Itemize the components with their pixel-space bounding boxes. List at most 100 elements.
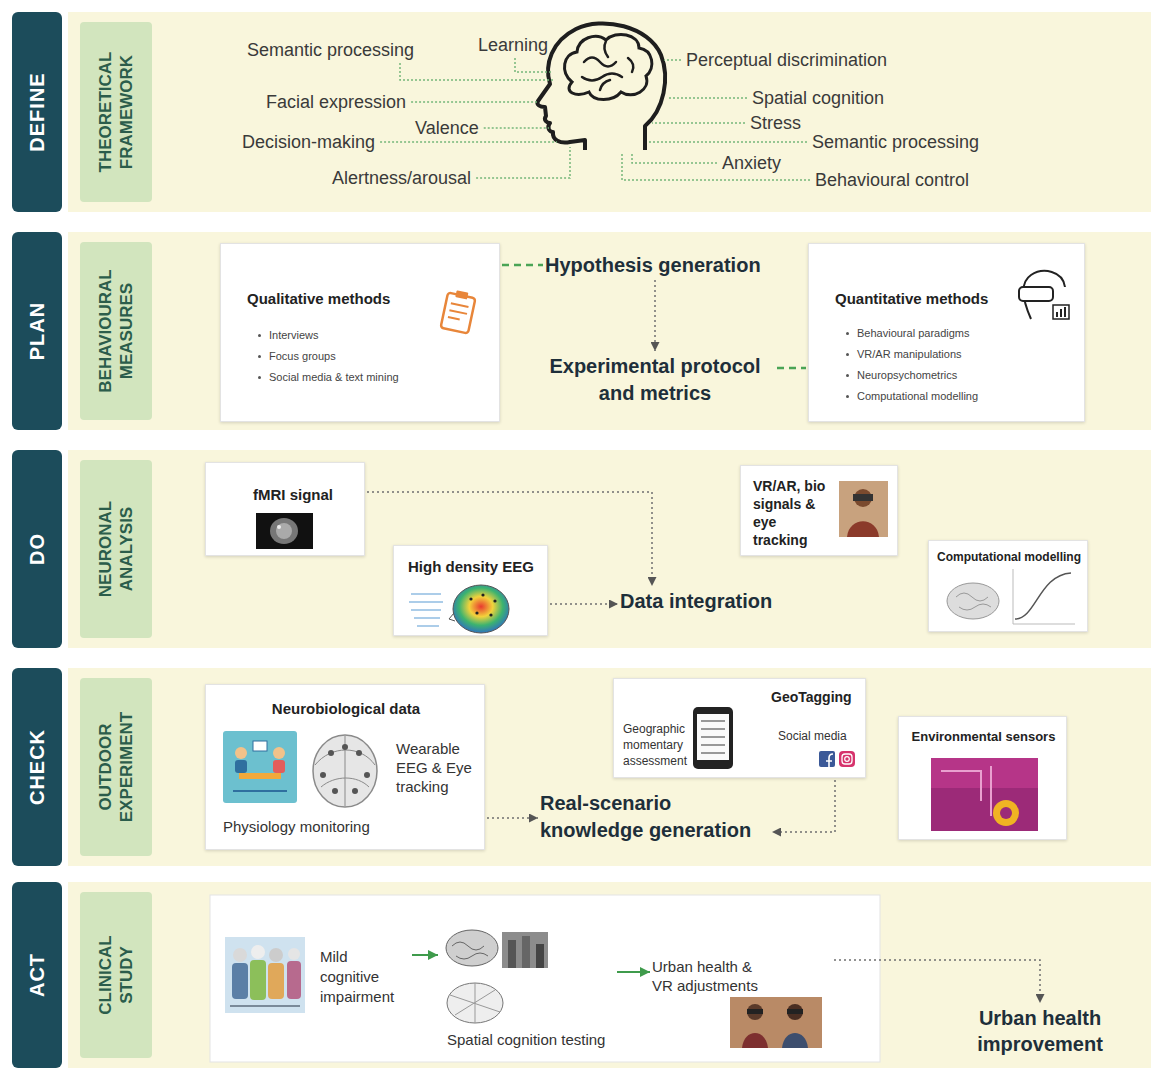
box-heading: High density EEG xyxy=(408,557,534,576)
box-heading: VR/AR, bio signals & eye tracking xyxy=(753,477,833,549)
graphic xyxy=(253,741,267,751)
graphic xyxy=(819,751,835,767)
graphic xyxy=(787,1009,803,1014)
graphic xyxy=(747,1004,763,1020)
graphic xyxy=(693,707,855,769)
leader-line xyxy=(484,127,549,129)
graphic xyxy=(446,930,498,966)
graphic xyxy=(1015,573,1071,619)
bullet-item: Interviews xyxy=(269,328,319,342)
graphic xyxy=(847,521,879,537)
band-tab: BEHAVIOURAL MEASURES xyxy=(80,242,152,420)
text-wrap: BEHAVIOURAL MEASURES xyxy=(95,263,137,399)
band-label: THEORETICAL FRAMEWORK xyxy=(95,44,137,180)
text-wrap: DEFINE xyxy=(25,20,50,204)
graphic xyxy=(225,937,305,1013)
graphic xyxy=(273,760,285,773)
graphic xyxy=(210,895,880,1062)
text-wrap: Behavioural control xyxy=(815,170,969,190)
graphic xyxy=(251,945,265,959)
graphic xyxy=(842,754,852,764)
clinical-step: Spatial cognition testing xyxy=(440,925,615,1053)
text-wrap: Data integration xyxy=(620,588,772,614)
graphic xyxy=(931,758,1038,831)
bullet-item: Neuropsychometrics xyxy=(857,368,957,382)
box-text: Physiology monitoring xyxy=(223,817,370,836)
graphic xyxy=(409,594,443,626)
graphic xyxy=(223,731,297,803)
graphic xyxy=(452,942,488,959)
leader-line xyxy=(476,147,570,178)
band-tab: CLINICAL STUDY xyxy=(80,892,152,1058)
box-heading: Quantitative methods xyxy=(835,289,988,308)
graphic xyxy=(839,481,888,537)
phase-tab: ACT xyxy=(12,882,62,1068)
graphic xyxy=(1053,305,1069,319)
band-label: BEHAVIOURAL MEASURES xyxy=(95,263,137,399)
bullet-item: Social media & text mining xyxy=(269,370,399,384)
text-wrap: Urban health improvement xyxy=(965,1005,1115,1057)
graphic xyxy=(1000,807,1012,819)
method-box: Quantitative methodsBehavioural paradigm… xyxy=(808,243,1085,422)
graphic xyxy=(931,758,1038,831)
text-wrap: GeoTagging xyxy=(771,688,852,706)
concept-label: Spatial cognition xyxy=(752,88,884,108)
graphic xyxy=(441,289,477,334)
phase-label: DEFINE xyxy=(25,20,50,204)
graphic xyxy=(230,1005,300,1007)
graphic xyxy=(288,948,300,960)
text-wrap: Neurobiological data xyxy=(206,699,486,718)
method-box: Environmental sensors xyxy=(898,716,1067,840)
text-wrap: Semantic processing xyxy=(247,40,414,60)
phase-band: NEURONAL ANALYSIS fMRI signalHigh density… xyxy=(68,450,1151,648)
graphic xyxy=(839,481,888,537)
box-text: Social media xyxy=(778,729,847,744)
graphic xyxy=(270,518,298,544)
graphic xyxy=(701,721,725,753)
connector xyxy=(412,954,438,956)
graphic xyxy=(502,932,548,968)
bullet-item: Behavioural paradigms xyxy=(857,326,970,340)
text-wrap: Spatial cognition xyxy=(752,88,884,108)
method-box: GeoTaggingGeographic momentary assessmen… xyxy=(613,678,866,778)
illustration xyxy=(221,244,501,423)
graphic xyxy=(469,593,496,616)
bullet-item: Focus groups xyxy=(269,349,336,363)
graphic xyxy=(839,751,855,767)
phase-label: DO xyxy=(25,458,50,640)
text-wrap: DO xyxy=(25,458,50,640)
leader-line xyxy=(668,97,747,99)
text-wrap: High density EEG xyxy=(408,557,534,576)
method-box: High density EEG xyxy=(393,545,548,636)
concept-label: Stress xyxy=(750,113,801,133)
graphic xyxy=(1057,307,1065,317)
graphic xyxy=(947,569,1075,624)
text-wrap: fMRI signal xyxy=(253,485,333,504)
text-wrap: Real-scenario knowledge generation xyxy=(540,790,770,844)
graphic xyxy=(233,790,287,792)
step-text: Spatial cognition testing xyxy=(447,1030,605,1049)
graphic xyxy=(352,788,358,794)
text-wrap: NEURONAL ANALYSIS xyxy=(95,481,137,617)
text-wrap: Physiology monitoring xyxy=(223,817,370,836)
text-wrap: Mild cognitive impairment xyxy=(320,947,405,1007)
text-wrap: Semantic processing xyxy=(812,132,979,152)
flow-label: Experimental protocol and metrics xyxy=(535,353,775,407)
method-box: fMRI signal xyxy=(205,462,365,556)
text-wrap: Experimental protocol and metrics xyxy=(535,353,775,407)
box-text: Geographic momentary assessment xyxy=(623,721,689,769)
leader-line xyxy=(664,59,681,61)
connector xyxy=(617,971,650,973)
graphic xyxy=(1019,271,1069,319)
box-heading: GeoTagging xyxy=(771,688,852,706)
concept-label: Behavioural control xyxy=(815,170,969,190)
band-tab: NEURONAL ANALYSIS xyxy=(80,460,152,638)
text-wrap: Neuropsychometrics xyxy=(857,368,957,382)
graphic xyxy=(441,289,477,334)
text-wrap: CHECK xyxy=(25,676,50,858)
graphic xyxy=(446,930,548,1023)
graphic xyxy=(1019,287,1053,301)
graphic xyxy=(730,997,822,1048)
